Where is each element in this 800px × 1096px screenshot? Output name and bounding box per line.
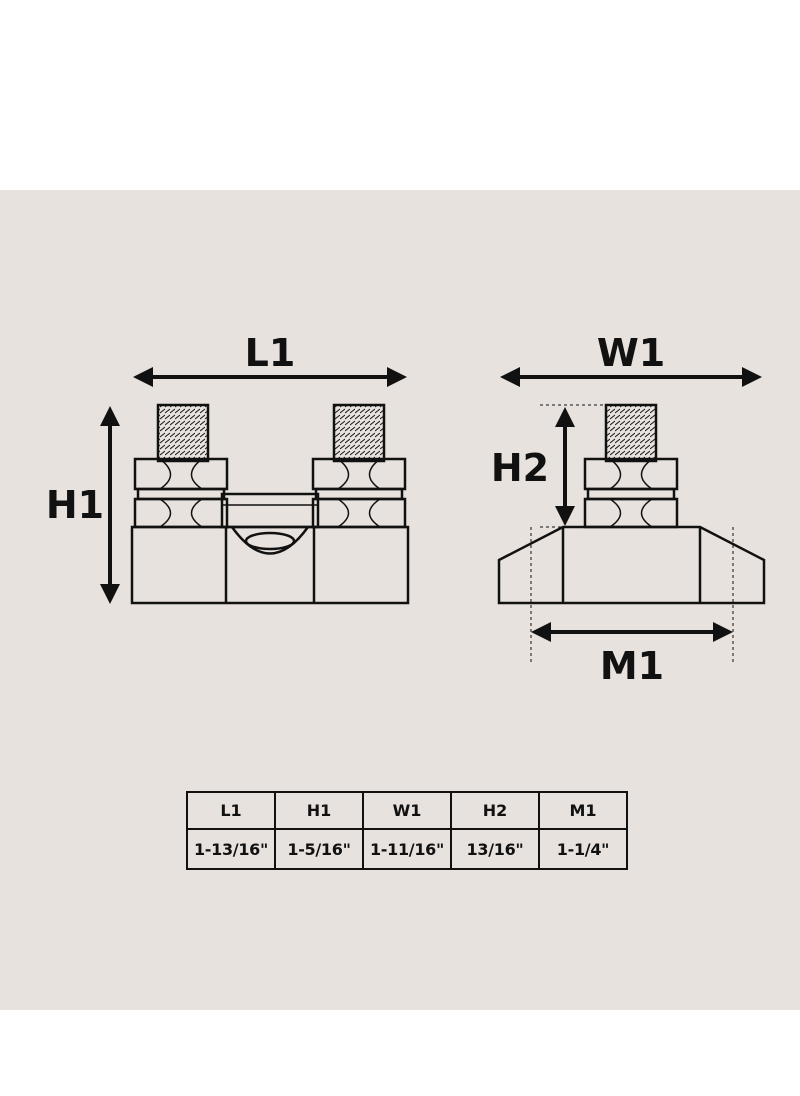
front-bus-bar [220, 492, 320, 529]
m1-label: M1 [600, 644, 664, 688]
header-h2: H2 [450, 791, 540, 830]
l1-label: L1 [245, 331, 296, 375]
header-m1: M1 [538, 791, 628, 830]
side-view [497, 403, 766, 605]
w1-label: W1 [597, 331, 665, 375]
value-l1: 1-13/16" [186, 828, 276, 870]
header-h1: H1 [274, 791, 364, 830]
front-left-stud [133, 403, 229, 529]
value-h1: 1-5/16" [274, 828, 364, 870]
header-l1: L1 [186, 791, 276, 830]
h2-dimension-arrow [555, 407, 575, 526]
w1-dimension-arrow [500, 367, 762, 387]
h1-dimension-arrow [100, 406, 120, 604]
front-view [130, 403, 410, 605]
front-base-block [130, 525, 410, 605]
side-stud [583, 403, 679, 529]
value-h2: 13/16" [450, 828, 540, 870]
extension-lines [530, 404, 734, 662]
side-base-block [497, 525, 766, 605]
m1-dimension-arrow [531, 622, 733, 642]
front-center-recess [230, 526, 310, 555]
dimension-table: L1 H1 W1 H2 M1 1-13/16" 1-5/16" 1-11/16"… [186, 791, 628, 870]
h1-label: H1 [46, 483, 104, 527]
terminal-stud-dimension-diagram: L1 H1 W1 H2 M1 [46, 331, 766, 688]
value-w1: 1-11/16" [362, 828, 452, 870]
front-right-stud [311, 403, 407, 529]
dimension-table-header-row: L1 H1 W1 H2 M1 [186, 791, 628, 830]
dimension-table-value-row: 1-13/16" 1-5/16" 1-11/16" 13/16" 1-1/4" [186, 828, 628, 870]
value-m1: 1-1/4" [538, 828, 628, 870]
h2-label: H2 [491, 446, 549, 490]
diagram-background [0, 190, 800, 1010]
l1-dimension-arrow [133, 367, 407, 387]
header-w1: W1 [362, 791, 452, 830]
